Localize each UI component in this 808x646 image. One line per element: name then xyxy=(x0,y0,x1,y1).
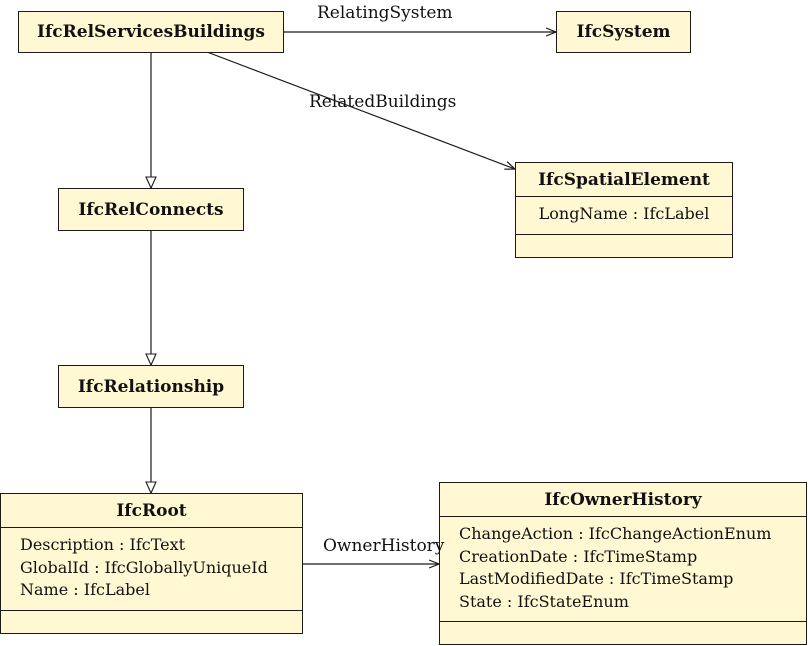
related-buildings-edge xyxy=(206,51,515,169)
class-name: IfcRelServicesBuildings xyxy=(37,22,265,42)
attribute-item: CreationDate : IfcTimeStamp xyxy=(459,546,698,566)
attribute-item: State : IfcStateEnum xyxy=(459,591,629,611)
attribute-item: Name : IfcLabel xyxy=(20,580,150,599)
operations-compartment xyxy=(516,235,732,258)
attribute-compartment: Description : IfcText GlobalId : IfcGlob… xyxy=(1,528,302,611)
class-ifcrelationship[interactable]: IfcRelationship xyxy=(58,365,244,408)
class-name: IfcOwnerHistory xyxy=(440,483,806,517)
operations-compartment xyxy=(440,622,806,644)
attribute-item: Description : IfcText xyxy=(20,535,186,554)
class-name: IfcSystem xyxy=(576,22,671,42)
attribute-compartment: ChangeAction : IfcChangeActionEnum Creat… xyxy=(440,517,806,622)
attribute-item: LongName : IfcLabel xyxy=(538,204,710,223)
attribute-item: GlobalId : IfcGloballyUniqueId xyxy=(20,557,268,577)
operations-compartment xyxy=(1,611,302,634)
class-name: IfcSpatialElement xyxy=(516,163,732,197)
owner-history-label: OwnerHistory xyxy=(323,536,445,556)
class-ifcsystem[interactable]: IfcSystem xyxy=(556,11,691,53)
class-name: IfcRelConnects xyxy=(78,199,224,220)
class-name: IfcRoot xyxy=(1,494,302,528)
class-ifcownerhistory[interactable]: IfcOwnerHistory ChangeAction : IfcChange… xyxy=(439,482,807,645)
attribute-item: ChangeAction : IfcChangeActionEnum xyxy=(459,524,772,543)
attribute-compartment: LongName : IfcLabel xyxy=(516,197,732,235)
relating-system-label: RelatingSystem xyxy=(317,3,453,23)
class-ifcrelconnects[interactable]: IfcRelConnects xyxy=(58,188,244,231)
class-ifcrelservicesbuildings[interactable]: IfcRelServicesBuildings xyxy=(18,11,284,53)
class-name: IfcRelationship xyxy=(77,376,225,397)
class-ifcroot[interactable]: IfcRoot Description : IfcText GlobalId :… xyxy=(0,493,303,634)
class-ifcspatialelement[interactable]: IfcSpatialElement LongName : IfcLabel xyxy=(515,162,733,258)
related-buildings-label: RelatedBuildings xyxy=(309,92,457,112)
attribute-item: LastModifiedDate : IfcTimeStamp xyxy=(459,569,734,588)
